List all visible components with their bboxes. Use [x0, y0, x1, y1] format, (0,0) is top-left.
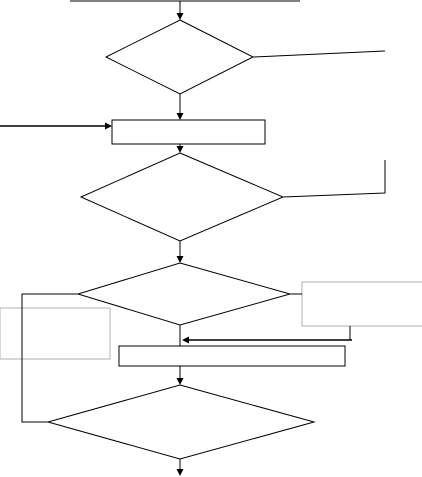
left-side-panel [0, 307, 111, 360]
decision-node-4 [46, 384, 316, 460]
process-box-1 [111, 119, 266, 145]
arrowhead-into-decision-2 [176, 146, 184, 153]
process-box-2 [118, 345, 346, 367]
right-side-panel [301, 281, 422, 327]
arrowhead-into-decision-3 [176, 256, 184, 263]
arrowhead-bottom-exit [176, 469, 184, 476]
decision-3-left-loop [21, 293, 78, 423]
decision-2-right-exit [282, 160, 386, 198]
arrowhead-left-into-process-1 [105, 122, 112, 130]
arrowhead-into-decision-4 [176, 378, 184, 385]
arrowhead-right-incoming [182, 336, 189, 344]
arrowhead-into-decision-1 [176, 13, 184, 20]
decision-node-2 [79, 152, 285, 242]
decision-node-1 [104, 19, 255, 95]
decision-1-right-exit [252, 50, 386, 58]
arrowhead-into-process-1 [176, 113, 184, 120]
